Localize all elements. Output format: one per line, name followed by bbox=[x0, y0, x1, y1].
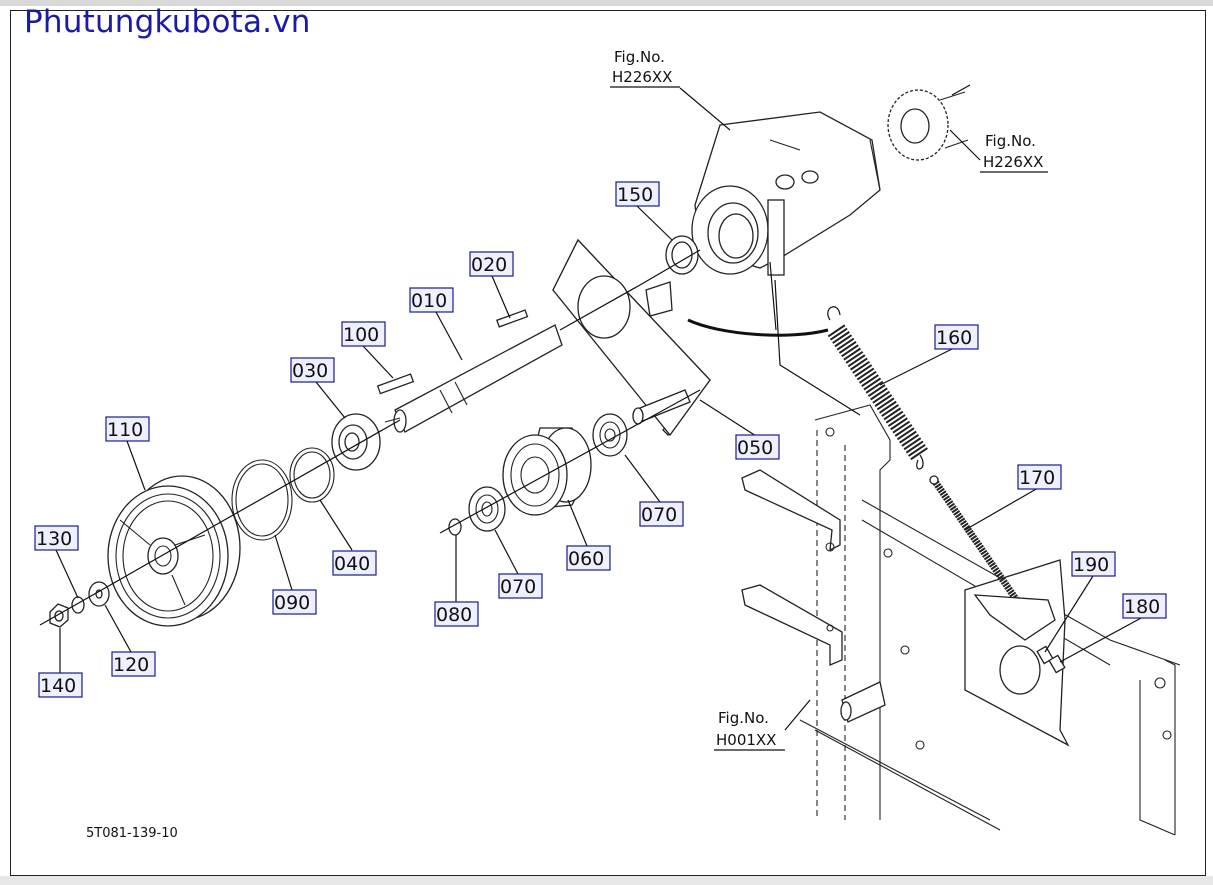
seal-150 bbox=[665, 235, 699, 275]
callout-110[interactable]: 110 bbox=[105, 416, 150, 442]
callout-label: 090 bbox=[274, 592, 310, 614]
callout-label: 110 bbox=[107, 419, 143, 441]
callout-050[interactable]: 050 bbox=[735, 434, 780, 460]
callout-label: 140 bbox=[40, 675, 76, 697]
fig-ref-line2: H226XX bbox=[983, 153, 1043, 171]
callout-label: 100 bbox=[343, 324, 379, 346]
rod-170 bbox=[929, 475, 1056, 641]
callout-label: 180 bbox=[1124, 596, 1160, 618]
fig-ref-bottom[interactable]: Fig.No. H001XX bbox=[714, 709, 785, 751]
plate-050 bbox=[552, 238, 711, 437]
snap-ring-040 bbox=[289, 447, 335, 503]
callout-090[interactable]: 090 bbox=[272, 589, 317, 615]
fig-ref-line1: Fig.No. bbox=[985, 132, 1036, 150]
fig-ref-line2: H226XX bbox=[612, 68, 672, 86]
callout-170[interactable]: 170 bbox=[1017, 464, 1062, 490]
callout-160[interactable]: 160 bbox=[934, 324, 979, 350]
snap-ring-090 bbox=[231, 459, 293, 541]
leader-lines bbox=[55, 87, 1144, 731]
callout-130[interactable]: 130 bbox=[34, 525, 79, 551]
axis-lines bbox=[39, 84, 971, 626]
callout-120[interactable]: 120 bbox=[111, 651, 156, 677]
bearing-070-upper bbox=[592, 413, 628, 457]
callout-label: 070 bbox=[500, 576, 536, 598]
callout-label: 150 bbox=[617, 184, 653, 206]
fig-ref-top[interactable]: Fig.No. H226XX bbox=[610, 48, 680, 88]
callout-label: 130 bbox=[36, 528, 72, 550]
callout-190[interactable]: 190 bbox=[1071, 551, 1116, 577]
callout-label: 050 bbox=[737, 437, 773, 459]
fig-ref-line1: Fig.No. bbox=[614, 48, 665, 66]
part-callouts: 010 020 030 040 050 060 070 070 080 090 … bbox=[34, 181, 1167, 698]
lockwasher-130 bbox=[71, 596, 85, 614]
fig-ref-line1: Fig.No. bbox=[718, 709, 769, 727]
callout-020[interactable]: 020 bbox=[469, 251, 514, 277]
callout-label: 070 bbox=[641, 504, 677, 526]
shaft-010 bbox=[376, 309, 563, 433]
callout-label: 030 bbox=[292, 360, 328, 382]
callout-label: 190 bbox=[1073, 554, 1109, 576]
belt-line bbox=[687, 318, 829, 337]
pulley-110 bbox=[107, 475, 241, 627]
callout-label: 080 bbox=[436, 604, 472, 626]
idler-pulley-060 bbox=[502, 427, 592, 516]
watermark-logo: Phutungkubota.vn bbox=[24, 4, 311, 40]
callout-080[interactable]: 080 bbox=[434, 601, 479, 627]
callout-040[interactable]: 040 bbox=[332, 550, 377, 576]
callout-010[interactable]: 010 bbox=[409, 287, 454, 313]
callout-060[interactable]: 060 bbox=[566, 545, 611, 571]
callout-070-b[interactable]: 070 bbox=[498, 573, 543, 599]
callout-070-a[interactable]: 070 bbox=[639, 501, 684, 527]
callout-150[interactable]: 150 bbox=[615, 181, 660, 207]
callout-140[interactable]: 140 bbox=[38, 672, 83, 698]
washer-120 bbox=[88, 581, 110, 607]
callout-label: 170 bbox=[1019, 467, 1055, 489]
bearing-030 bbox=[331, 413, 381, 471]
callout-label: 020 bbox=[471, 254, 507, 276]
callout-label: 060 bbox=[568, 548, 604, 570]
drawing-code: 5T081-139-10 bbox=[86, 826, 178, 841]
fig-ref-line2: H001XX bbox=[716, 731, 776, 749]
callout-030[interactable]: 030 bbox=[290, 357, 335, 383]
callout-label: 120 bbox=[113, 654, 149, 676]
callout-label: 010 bbox=[411, 290, 447, 312]
callout-100[interactable]: 100 bbox=[341, 321, 386, 347]
gearbox-housing bbox=[691, 111, 881, 276]
window-top-strip bbox=[0, 0, 1213, 6]
bevel-gear bbox=[887, 89, 969, 161]
window-bottom-strip bbox=[0, 876, 1213, 885]
spring-160 bbox=[827, 306, 929, 470]
fig-ref-right[interactable]: Fig.No. H226XX bbox=[980, 132, 1048, 173]
nut-140 bbox=[49, 603, 69, 628]
chassis-frame bbox=[741, 404, 1181, 836]
bearing-070-lower bbox=[468, 486, 506, 532]
callout-label: 040 bbox=[334, 553, 370, 575]
callout-label: 160 bbox=[936, 327, 972, 349]
callout-180[interactable]: 180 bbox=[1122, 593, 1167, 619]
